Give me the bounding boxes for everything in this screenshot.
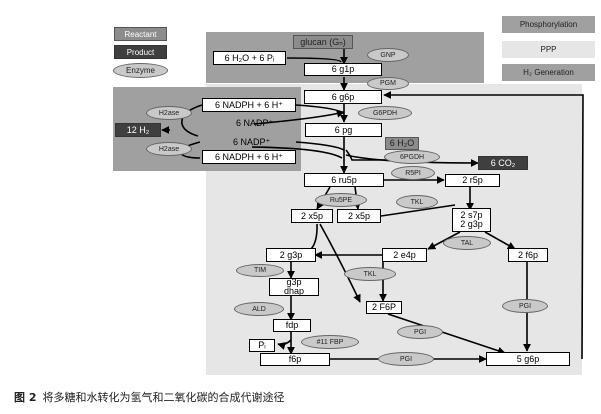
enzyme-tkl-1: TKL bbox=[396, 195, 438, 209]
enzyme-g6pdh: G6PDH bbox=[358, 106, 412, 120]
g3p-dhap-label-1: g3p bbox=[286, 276, 302, 287]
enzyme-h2ase-bottom: H2ase bbox=[146, 142, 192, 156]
glucan-node: glucan (Gₙ) bbox=[293, 35, 353, 49]
legend-product: Product bbox=[114, 45, 167, 59]
s7p-label: 2 s7p bbox=[460, 209, 483, 220]
legend-h2-generation: H₂ Generation bbox=[502, 64, 595, 81]
enzyme-pgi-1: PGI bbox=[397, 325, 443, 339]
enzyme-h2ase-top: H2ase bbox=[146, 106, 192, 120]
enzyme-pgm: PGM bbox=[367, 77, 409, 90]
e4p-node: 2 e4p bbox=[382, 248, 427, 262]
figure-caption: 图 2 将多糖和水转化为氢气和二氧化碳的合成代谢途径 bbox=[14, 389, 284, 405]
nadph-top-node: 6 NADPH + 6 H⁺ bbox=[202, 98, 296, 112]
enzyme-pgi-2: PGI bbox=[502, 299, 548, 313]
f6p-cap-node: 2 F6P bbox=[366, 301, 402, 314]
s7p-g3p-node: 2 s7p 2 g3p bbox=[452, 208, 491, 232]
f6p-node: f6p bbox=[260, 353, 330, 366]
x5p-node-b: 2 x5p bbox=[337, 209, 381, 223]
nadph-bottom-node: 6 NADPH + 6 H⁺ bbox=[202, 150, 296, 164]
enzyme-6pgdh: 6PGDH bbox=[384, 150, 440, 164]
water2-node: 6 H₂O bbox=[385, 137, 419, 150]
figure-label: 图 2 bbox=[14, 391, 37, 404]
enzyme-pgi-3: PGI bbox=[378, 352, 434, 366]
pg-node: 6 pg bbox=[305, 123, 382, 137]
pi-node: Pᵢ bbox=[249, 339, 275, 352]
nadp-top-node: 6 NADP⁺ bbox=[236, 118, 274, 128]
fdp-node: fdp bbox=[273, 319, 311, 332]
enzyme-r5pi: R5PI bbox=[391, 166, 435, 180]
enzyme-tkl-2: TKL bbox=[344, 267, 396, 281]
g1p-node: 6 g1p bbox=[304, 63, 382, 76]
r5p-node: 2 r5p bbox=[445, 174, 500, 187]
enzyme-tim: TIM bbox=[236, 264, 284, 277]
g3p-node: 2 g3p bbox=[266, 248, 316, 262]
enzyme-ald: ALD bbox=[234, 302, 284, 316]
f6p-2-node: 2 f6p bbox=[508, 248, 548, 262]
h2-node: 12 H₂ bbox=[115, 123, 161, 137]
enzyme-tal: TAL bbox=[443, 236, 491, 250]
enzyme-ru5pe: Ru5PE bbox=[315, 193, 367, 207]
co2-node: 6 CO₂ bbox=[478, 156, 528, 170]
x5p-node-a: 2 x5p bbox=[291, 209, 333, 223]
g3p-dhap-node: g3p dhap bbox=[269, 276, 319, 296]
figure-caption-text: 将多糖和水转化为氢气和二氧化碳的合成代谢途径 bbox=[42, 391, 285, 404]
g6p-node: 6 g6p bbox=[304, 90, 382, 104]
legend-reactant: Reactant bbox=[114, 27, 167, 41]
enzyme-fbp: #11 FBP bbox=[301, 335, 359, 349]
g3p-label: 2 g3p bbox=[460, 219, 483, 229]
legend-ppp: PPP bbox=[502, 41, 595, 58]
enzyme-gnp: GNP bbox=[367, 48, 409, 62]
legend-phosphorylation: Phosphorylation bbox=[502, 16, 595, 33]
legend-enzyme: Enzyme bbox=[113, 63, 168, 78]
water-pi-node: 6 H₂O + 6 Pᵢ bbox=[213, 51, 286, 65]
ru5p-node: 6 ru5p bbox=[304, 173, 384, 187]
nadp-bottom-node: 6 NADP⁺ bbox=[233, 137, 271, 147]
g6p-5-node: 5 g6p bbox=[486, 352, 570, 366]
g3p-dhap-label-2: dhap bbox=[283, 286, 305, 296]
